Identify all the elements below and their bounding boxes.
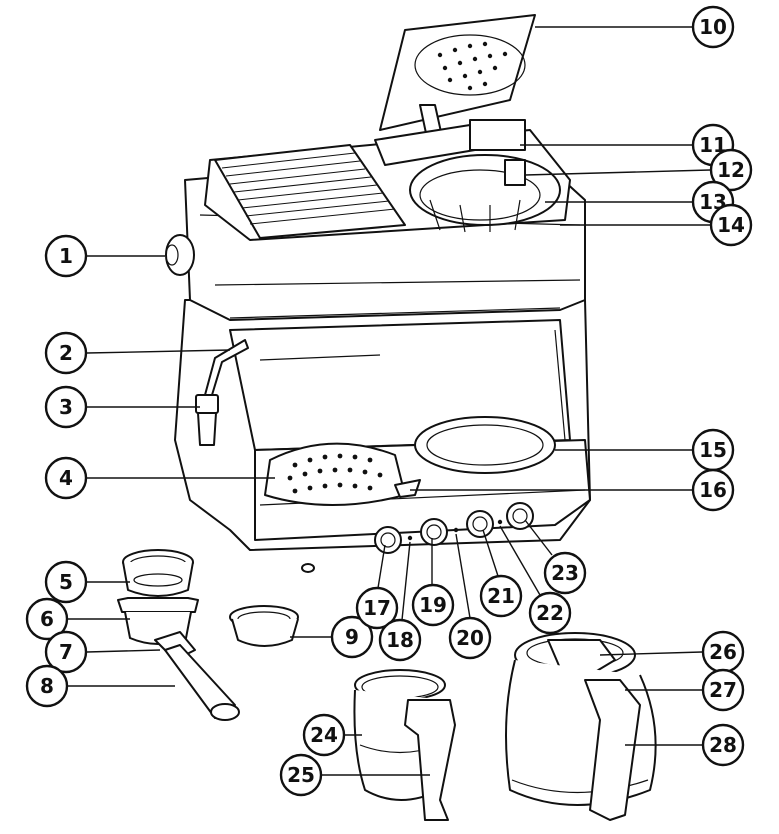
callout-15: 15 bbox=[691, 428, 735, 472]
large-carafe bbox=[505, 632, 657, 821]
callout-1: 1 bbox=[44, 234, 88, 278]
svg-text:24: 24 bbox=[310, 723, 338, 747]
callout-14: 14 bbox=[709, 203, 753, 247]
svg-text:4: 4 bbox=[59, 466, 73, 490]
callout-17: 17 bbox=[355, 586, 399, 630]
callout-22: 22 bbox=[528, 591, 572, 635]
svg-text:7: 7 bbox=[59, 640, 73, 664]
portafilter-parts bbox=[117, 549, 240, 721]
callout-5: 5 bbox=[44, 560, 88, 604]
small-carafe bbox=[353, 669, 456, 821]
svg-text:20: 20 bbox=[456, 626, 484, 650]
grille-lines bbox=[221, 152, 396, 225]
callout-7: 7 bbox=[44, 630, 88, 674]
svg-text:3: 3 bbox=[59, 395, 73, 419]
svg-text:19: 19 bbox=[419, 593, 447, 617]
svg-text:8: 8 bbox=[40, 674, 54, 698]
svg-text:6: 6 bbox=[40, 607, 54, 631]
callout-23: 23 bbox=[543, 551, 587, 595]
callout-27: 27 bbox=[701, 668, 745, 712]
svg-text:21: 21 bbox=[487, 584, 515, 608]
callout-8: 8 bbox=[25, 664, 69, 708]
svg-text:10: 10 bbox=[699, 15, 727, 39]
svg-text:16: 16 bbox=[699, 478, 727, 502]
callout-16: 16 bbox=[691, 468, 735, 512]
svg-text:23: 23 bbox=[551, 561, 579, 585]
callout-18: 18 bbox=[378, 618, 422, 662]
callout-28: 28 bbox=[701, 723, 745, 767]
callout-21: 21 bbox=[479, 574, 523, 618]
callout-12: 12 bbox=[709, 148, 753, 192]
callout-9: 9 bbox=[330, 615, 374, 659]
svg-text:25: 25 bbox=[287, 763, 315, 787]
callout-26: 26 bbox=[701, 630, 745, 674]
control-knobs bbox=[374, 502, 534, 554]
svg-text:2: 2 bbox=[59, 341, 73, 365]
svg-text:14: 14 bbox=[717, 213, 745, 237]
leader-lines bbox=[68, 26, 711, 776]
svg-text:17: 17 bbox=[363, 596, 391, 620]
svg-text:15: 15 bbox=[699, 438, 727, 462]
svg-text:22: 22 bbox=[536, 601, 564, 625]
svg-text:9: 9 bbox=[345, 625, 359, 649]
callout-24: 24 bbox=[302, 713, 346, 757]
callout-3: 3 bbox=[44, 385, 88, 429]
callout-2: 2 bbox=[44, 331, 88, 375]
svg-text:5: 5 bbox=[59, 570, 73, 594]
svg-text:12: 12 bbox=[717, 158, 745, 182]
svg-text:28: 28 bbox=[709, 733, 737, 757]
callout-25: 25 bbox=[279, 753, 323, 797]
machine-body bbox=[165, 14, 591, 573]
svg-text:27: 27 bbox=[709, 678, 737, 702]
callout-20: 20 bbox=[448, 616, 492, 660]
svg-text:26: 26 bbox=[709, 640, 737, 664]
callout-6: 6 bbox=[25, 597, 69, 641]
svg-text:1: 1 bbox=[59, 244, 73, 268]
callout-4: 4 bbox=[44, 456, 88, 500]
svg-text:18: 18 bbox=[386, 628, 414, 652]
callout-10: 10 bbox=[691, 5, 735, 49]
filter-basket bbox=[229, 605, 299, 647]
callout-19: 19 bbox=[411, 583, 455, 627]
